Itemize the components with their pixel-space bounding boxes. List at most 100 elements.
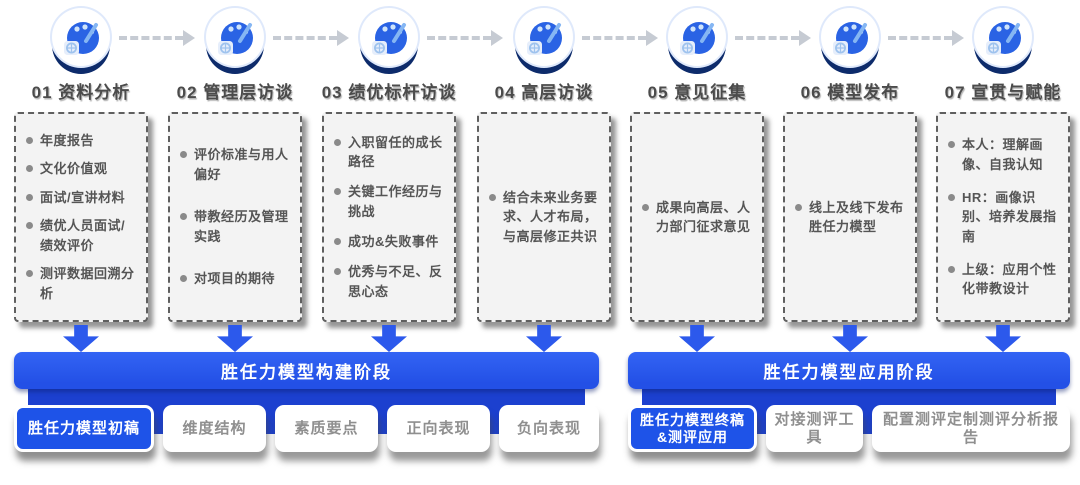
dashed-line <box>582 36 646 40</box>
stage-column-5: 05 意见征集 成果向高层、人力部门征求意见 <box>630 4 764 352</box>
phase-outputs: 胜任力模型初稿 维度结构 素质要点 正向表现 负向表现 <box>14 405 599 452</box>
arrow-right-icon <box>427 30 503 46</box>
dashed-line <box>888 36 952 40</box>
bullet-dot <box>26 270 33 278</box>
stage-column-3: 03 绩优标杆访谈 入职留任的成长路径 关键工作经历与挑战 成功&失败事件 优秀… <box>322 4 456 352</box>
output-chip: 维度结构 <box>163 405 266 452</box>
bullet-text: 结合未来业务要求、人才布局，与高层修正共识 <box>503 189 598 244</box>
output-chip: 对接测评工具 <box>766 405 863 452</box>
stage-column-1: 01 资料分析 年度报告 文化价值观 面试/宣讲材料 绩优人员面试/绩效评价 测… <box>14 4 148 352</box>
arrow-down-icon <box>526 325 562 352</box>
list-item: HR：画像识别、培养发展指南 <box>947 188 1059 247</box>
arrow-down-icon <box>985 325 1021 352</box>
arrow-down-icon <box>217 325 253 352</box>
stage-column-2: 02 管理层访谈 评价标准与用人偏好 带教经历及管理实践 对项目的期待 <box>168 4 302 352</box>
bullet-text: 绩优人员面试/绩效评价 <box>40 218 126 253</box>
phase-outputs: 胜任力模型终稿&测评应用 对接测评工具 配置测评定制测评分析报告 <box>628 405 1070 452</box>
stage-detail-box: 本人：理解画像、自我认知 HR：画像识别、培养发展指南 上级：应用个性化带教设计 <box>936 112 1070 322</box>
list-item: 结合未来业务要求、人才布局，与高层修正共识 <box>488 188 600 247</box>
dashed-line <box>119 36 183 40</box>
phase-application: 胜任力模型应用阶段 胜任力模型终稿&测评应用 对接测评工具 配置测评定制测评分析… <box>628 352 1070 464</box>
bullet-text: 关键工作经历与挑战 <box>348 184 443 219</box>
arrow-right-icon <box>582 30 658 46</box>
bullet-text: 本人：理解画像、自我认知 <box>962 137 1044 172</box>
bullet-dot <box>26 222 33 230</box>
list-item: 入职留任的成长路径 <box>333 133 445 172</box>
bullet-dot <box>334 188 341 196</box>
output-chip: 正向表现 <box>387 405 490 452</box>
stage-title: 06 模型发布 <box>800 83 900 102</box>
list-item: 对项目的期待 <box>179 269 291 289</box>
palette-icon <box>47 4 115 78</box>
stage-detail-box: 线上及线下发布胜任力模型 <box>783 112 917 322</box>
bullet-dot <box>795 203 802 211</box>
dashed-line <box>735 36 799 40</box>
bullet-text: 成果向高层、人力部门征求意见 <box>656 199 751 235</box>
dashed-line <box>427 36 491 40</box>
stage-detail-box: 评价标准与用人偏好 带教经历及管理实践 对项目的期待 <box>168 112 302 322</box>
list-item: 文化价值观 <box>25 159 137 179</box>
arrow-down-icon <box>679 325 715 352</box>
output-chip: 配置测评定制测评分析报告 <box>872 405 1070 452</box>
arrow-down-icon <box>63 325 99 352</box>
list-item: 带教经历及管理实践 <box>179 207 291 246</box>
arrow-down-icon <box>832 325 868 352</box>
bullet-text: 上级：应用个性化带教设计 <box>962 261 1057 297</box>
phase-construction: 胜任力模型构建阶段 胜任力模型初稿 维度结构 素质要点 正向表现 负向表现 <box>14 352 599 464</box>
stage-title: 02 管理层访谈 <box>176 83 294 102</box>
bullet-dot <box>948 193 955 201</box>
list-item: 线上及线下发布胜任力模型 <box>794 198 906 237</box>
bullet-dot <box>26 136 33 144</box>
bullet-text: 带教经历及管理实践 <box>194 209 289 244</box>
palette-icon <box>510 4 578 78</box>
palette-icon <box>816 4 884 78</box>
palette-icon <box>663 4 731 78</box>
bullet-text: 优秀与不足、反思心态 <box>348 264 443 299</box>
stage-title: 04 高层访谈 <box>494 83 594 102</box>
arrow-down-icon <box>371 325 407 352</box>
output-chip: 胜任力模型终稿&测评应用 <box>628 405 757 452</box>
bullet-text: 文化价值观 <box>40 161 108 177</box>
arrowhead <box>952 30 964 46</box>
output-chip: 胜任力模型初稿 <box>14 405 154 452</box>
arrow-right-icon <box>119 30 195 46</box>
bullet-dot <box>180 213 187 221</box>
palette-icon <box>355 4 423 78</box>
bullet-dot <box>180 275 187 283</box>
palette-icon <box>201 4 269 78</box>
arrowhead <box>491 30 503 46</box>
list-item: 本人：理解画像、自我认知 <box>947 135 1059 174</box>
stage-title: 05 意见征集 <box>647 83 747 102</box>
stage-title: 03 绩优标杆访谈 <box>321 83 457 102</box>
bullet-text: 线上及线下发布胜任力模型 <box>809 199 904 235</box>
output-chip: 负向表现 <box>499 405 599 452</box>
arrow-right-icon <box>735 30 811 46</box>
arrowhead <box>646 30 658 46</box>
stage-detail-box: 年度报告 文化价值观 面试/宣讲材料 绩优人员面试/绩效评价 测评数据回溯分析 <box>14 112 148 322</box>
bullet-text: HR：画像识别、培养发展指南 <box>962 189 1057 244</box>
bullet-text: 成功&失败事件 <box>348 234 439 250</box>
stage-column-6: 06 模型发布 线上及线下发布胜任力模型 <box>783 4 917 352</box>
bullet-dot <box>334 238 341 246</box>
list-item: 绩优人员面试/绩效评价 <box>25 216 137 255</box>
stage-detail-box: 结合未来业务要求、人才布局，与高层修正共识 <box>477 112 611 322</box>
bullet-dot <box>26 165 33 173</box>
stage-title: 01 资料分析 <box>31 83 131 102</box>
arrow-right-icon <box>888 30 964 46</box>
bullet-text: 面试/宣讲材料 <box>40 189 126 205</box>
arrowhead <box>337 30 349 46</box>
arrowhead <box>183 30 195 46</box>
list-item: 关键工作经历与挑战 <box>333 182 445 221</box>
list-item: 测评数据回溯分析 <box>25 264 137 303</box>
stage-detail-box: 入职留任的成长路径 关键工作经历与挑战 成功&失败事件 优秀与不足、反思心态 <box>322 112 456 322</box>
arrow-right-icon <box>273 30 349 46</box>
phase-bar: 胜任力模型构建阶段 <box>14 352 599 389</box>
bullet-dot <box>948 141 955 149</box>
output-chip: 素质要点 <box>275 405 378 452</box>
palette-icon <box>969 4 1037 78</box>
stage-title: 07 宣贯与赋能 <box>944 83 1062 102</box>
list-item: 优秀与不足、反思心态 <box>333 262 445 301</box>
bullet-dot <box>334 268 341 276</box>
bullet-dot <box>948 265 955 273</box>
